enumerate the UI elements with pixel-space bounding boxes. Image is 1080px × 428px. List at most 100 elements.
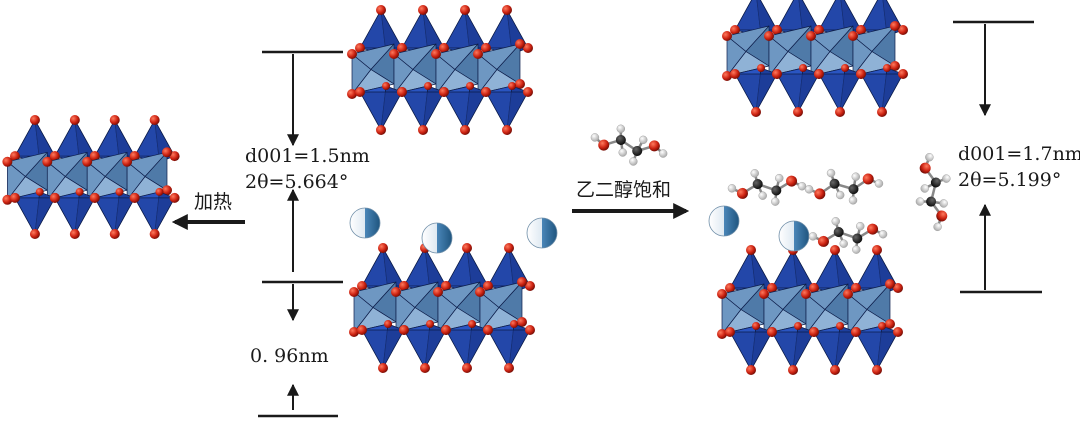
oxygen-atom — [817, 235, 829, 247]
tetrahedron — [813, 249, 857, 289]
oxygen-atom — [856, 69, 866, 79]
oxygen-atom — [382, 82, 391, 90]
hydrogen-atom — [942, 174, 951, 183]
oxygen-atom — [841, 64, 850, 72]
oxygen-atom — [757, 64, 766, 72]
oxygen-atom — [149, 115, 160, 125]
oxygen-atom — [376, 125, 386, 135]
left-two-theta-label: 2θ=5.664° — [245, 171, 348, 193]
oxygen-atom — [418, 5, 428, 15]
hydrogen-atom — [835, 190, 845, 200]
oxygen-atom — [355, 87, 365, 97]
oxygen-atom — [878, 322, 887, 330]
hydrogen-atom — [771, 197, 780, 206]
oxygen-atom — [462, 243, 472, 253]
oxygen-atom — [115, 187, 124, 196]
oxygen-atom — [722, 31, 732, 41]
carbon-atom — [852, 233, 863, 244]
tetrahedron — [359, 9, 403, 49]
oxygen-atom — [439, 43, 449, 53]
oxygen-atom — [862, 173, 874, 185]
tetrahedron — [359, 91, 403, 131]
interlayer-cations-original — [349, 207, 558, 254]
oxygen-atom — [788, 365, 798, 375]
oxygen-atom — [730, 25, 740, 35]
oxygen-atom — [510, 320, 519, 328]
oxygen-atom — [389, 49, 399, 59]
oxygen-atom — [357, 281, 367, 291]
tetrahedron — [485, 91, 529, 131]
carbon-atom — [752, 179, 763, 190]
carbon-atom — [829, 178, 840, 189]
oxygen-atom — [799, 64, 808, 72]
octahedron — [353, 291, 374, 333]
hydrogen-atom — [852, 245, 861, 254]
oxygen-atom — [867, 223, 879, 235]
oxygen-atom — [89, 151, 100, 162]
oxygen-atom — [885, 319, 895, 329]
oxygen-atom — [767, 283, 777, 293]
oxygen-atom — [2, 194, 13, 205]
oxygen-atom — [730, 69, 740, 79]
hydrogen-atom — [775, 173, 784, 183]
octahedron — [810, 35, 831, 77]
oxygen-atom — [129, 151, 140, 162]
hydrogen-atom — [939, 199, 948, 208]
oxygen-atom — [893, 327, 903, 337]
oxygen-atom — [49, 192, 60, 203]
octahedron — [852, 35, 873, 77]
octahedron — [46, 161, 66, 201]
hydrogen-atom — [616, 124, 626, 133]
hydrogen-atom — [878, 230, 888, 239]
oxygen-atom — [49, 151, 60, 162]
hydrogen-atom — [831, 217, 840, 226]
oxygen-atom — [89, 192, 100, 203]
oxygen-atom — [42, 156, 53, 167]
oxygen-atom — [525, 281, 535, 291]
clay-layer-top-original — [347, 5, 533, 135]
octahedron — [479, 291, 500, 333]
oxygen-atom — [523, 87, 533, 97]
oxygen-atom — [717, 329, 727, 339]
glycol-saturation-label: 乙二醇饱和 — [576, 179, 671, 201]
cation-sphere — [349, 207, 381, 239]
oxygen-atom — [883, 64, 892, 72]
oxygen-atom — [936, 210, 948, 222]
oxygen-atom — [814, 69, 824, 79]
octahedron — [805, 293, 826, 335]
oxygen-atom — [517, 277, 527, 287]
oxygen-atom — [809, 283, 819, 293]
oxygen-atom — [466, 82, 475, 90]
hydrogen-atom — [797, 182, 807, 191]
oxygen-atom — [69, 229, 80, 239]
tetrahedron — [14, 197, 56, 235]
right-d001-label: d001=1.7nm — [958, 143, 1080, 165]
tetrahedron — [14, 119, 56, 157]
carbon-atom — [930, 177, 941, 188]
tetrahedron — [361, 329, 405, 369]
tetrahedron — [54, 119, 96, 157]
hydrogen-atom — [848, 196, 858, 205]
oxygen-atom — [169, 192, 180, 203]
octahedron — [477, 53, 498, 95]
oxygen-atom — [462, 363, 472, 373]
ethylene-glycol-molecule — [727, 169, 807, 206]
clay-layer-top-expanded — [722, 0, 908, 117]
oxygen-atom — [898, 69, 908, 79]
oxygen-atom — [162, 185, 172, 196]
oxygen-atom — [835, 107, 845, 117]
right-two-theta-label: 2θ=5.199° — [958, 169, 1061, 191]
oxygen-atom — [347, 89, 357, 99]
oxygen-atom — [843, 289, 853, 299]
oxygen-atom — [794, 322, 803, 330]
oxygen-atom — [648, 140, 660, 152]
oxygen-atom — [809, 327, 819, 337]
oxygen-atom — [919, 162, 931, 174]
oxygen-atom — [872, 365, 882, 375]
oxygen-atom — [468, 320, 477, 328]
oxygen-atom — [2, 156, 13, 167]
oxygen-atom — [481, 87, 491, 97]
oxygen-atom — [481, 43, 491, 53]
oxygen-atom — [814, 25, 824, 35]
